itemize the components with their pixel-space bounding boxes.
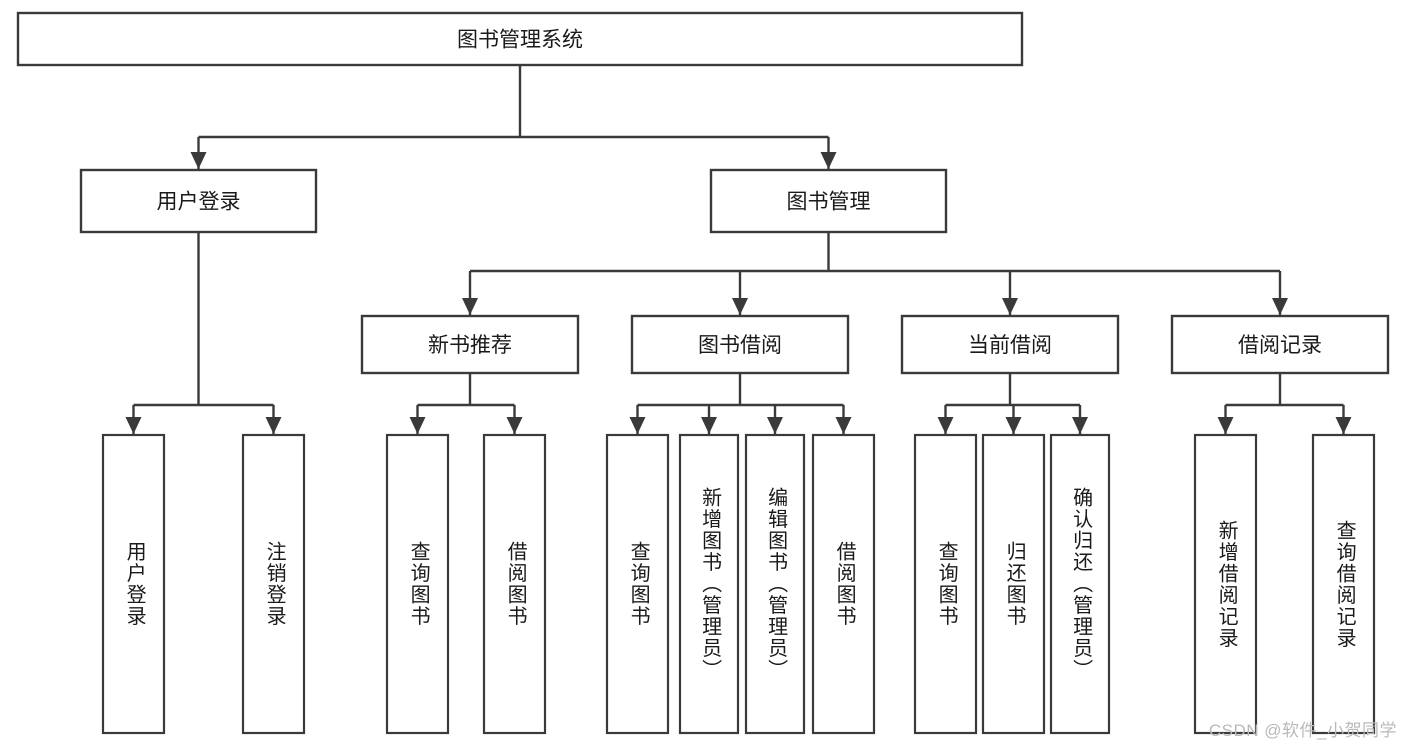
arrow-head-icon (1072, 417, 1088, 434)
leaf-node-4-box[interactable] (605, 433, 670, 735)
leaf-node-10-box[interactable] (1049, 433, 1111, 735)
arrow-head-icon (265, 417, 282, 434)
watermark-credit: CSDN @软件_小贺同学 (1208, 721, 1397, 740)
leaf-node-11-box[interactable] (1193, 433, 1258, 735)
arrow-head-icon (701, 417, 717, 434)
arrow-head-icon (1335, 417, 1352, 434)
arrow-head-icon (462, 298, 478, 315)
arrow-head-icon (506, 417, 523, 434)
root-node-label: 图书管理系统 (457, 29, 583, 52)
node-boxes (16, 11, 1390, 735)
level3-node-1-label: 图书借阅 (698, 334, 782, 357)
level3-node-2-label: 当前借阅 (968, 334, 1052, 357)
level2-node-0-box[interactable] (79, 168, 318, 234)
arrow-head-icon (835, 417, 852, 434)
arrow-head-icon (629, 417, 646, 434)
arrow-head-icon (820, 152, 837, 169)
arrow-head-icon (767, 417, 783, 434)
level3-node-3-box[interactable] (1170, 314, 1390, 375)
level2-node-1-label: 图书管理 (787, 191, 871, 214)
root-node-box[interactable] (16, 11, 1024, 67)
leaf-node-5-box[interactable] (678, 433, 740, 735)
arrow-head-icon (732, 298, 748, 315)
leaf-node-8-box[interactable] (913, 433, 978, 735)
leaf-node-12-box[interactable] (1311, 433, 1376, 735)
level2-node-1-box[interactable] (709, 168, 948, 234)
leaf-node-2-box[interactable] (385, 433, 450, 735)
level3-node-0-label: 新书推荐 (428, 334, 512, 357)
level3-node-0-box[interactable] (360, 314, 580, 375)
leaf-node-7-box[interactable] (811, 433, 876, 735)
leaf-node-1-box[interactable] (241, 433, 306, 735)
leaf-node-0-box[interactable] (101, 433, 166, 735)
arrow-head-icon (1005, 417, 1022, 434)
arrow-head-icon (409, 417, 426, 434)
arrow-head-icon (1217, 417, 1234, 434)
level3-node-2-box[interactable] (900, 314, 1120, 375)
arrow-head-icon (1002, 298, 1018, 315)
leaf-node-9-box[interactable] (981, 433, 1046, 735)
level2-node-0-label: 用户登录 (157, 191, 241, 214)
level3-node-1-box[interactable] (630, 314, 850, 375)
arrow-head-icon (190, 152, 207, 169)
connector-lines (125, 65, 1352, 434)
arrow-head-icon (1272, 298, 1288, 315)
arrow-head-icon (937, 417, 954, 434)
leaf-node-3-box[interactable] (482, 433, 547, 735)
leaf-node-6-box[interactable] (744, 433, 806, 735)
level3-node-3-label: 借阅记录 (1238, 334, 1322, 357)
arrow-head-icon (125, 417, 142, 434)
